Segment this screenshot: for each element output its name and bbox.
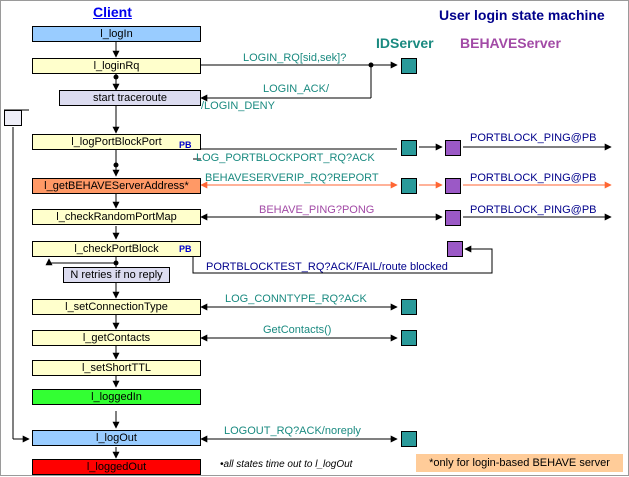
idserver-column-title: IDServer bbox=[376, 35, 434, 51]
state-login-rq: l_loginRq bbox=[32, 58, 201, 74]
state-traceroute: start traceroute bbox=[59, 90, 201, 106]
behaveserver-node-behaveip bbox=[445, 178, 461, 194]
msg-login-deny: /LOGIN_DENY bbox=[201, 100, 275, 112]
msg-portblocktest: PORTBLOCKTEST_RQ?ACK/FAIL/route blocked bbox=[206, 261, 448, 273]
idserver-node-portblockport bbox=[401, 140, 417, 156]
behaveserver-node-portblock bbox=[445, 140, 461, 156]
state-check-random-portmap: l_checkRandomPortMap bbox=[32, 209, 201, 225]
msg-getcontacts: GetContacts() bbox=[263, 324, 332, 336]
idserver-node-login bbox=[401, 58, 417, 74]
behaveserver-node-ping bbox=[445, 210, 461, 226]
msg-portblock-ping-1: PORTBLOCK_PING@PB bbox=[470, 132, 597, 144]
timeout-note: •all states time out to l_logOut bbox=[220, 459, 353, 470]
msg-conntype: LOG_CONNTYPE_RQ?ACK bbox=[225, 293, 367, 305]
state-get-contacts: l_getContacts bbox=[32, 330, 201, 346]
msg-portblock-ping-2: PORTBLOCK_PING@PB bbox=[470, 172, 597, 184]
state-get-behave-server-address: l_getBEHAVEServerAddress* bbox=[32, 178, 201, 194]
msg-portblock-ping-3: PORTBLOCK_PING@PB bbox=[470, 204, 597, 216]
client-column-title: Client bbox=[93, 4, 132, 20]
pb-marker-1: PB bbox=[179, 140, 192, 150]
state-log-portblock-port: l_logPortBlockPort bbox=[32, 134, 201, 150]
state-login: l_logIn bbox=[32, 26, 201, 42]
pb-marker-2: PB bbox=[179, 244, 192, 254]
timeout-bus-node bbox=[4, 110, 22, 126]
idserver-node-behaveip bbox=[401, 178, 417, 194]
state-set-connection-type: l_setConnectionType bbox=[32, 299, 201, 315]
state-logged-out: l_loggedOut bbox=[32, 459, 201, 475]
msg-login-ack: LOGIN_ACK/ bbox=[263, 83, 330, 95]
msg-login-rq: LOGIN_RQ[sid,sek]? bbox=[243, 52, 347, 64]
msg-behave-ping: BEHAVE_PING?PONG bbox=[259, 204, 375, 216]
msg-logout: LOGOUT_RQ?ACK/noreply bbox=[224, 425, 361, 437]
behaveserver-column-title: BEHAVEServer bbox=[460, 35, 561, 51]
state-logout: l_logOut bbox=[32, 430, 201, 446]
state-logged-in: l_loggedIn bbox=[32, 389, 201, 405]
behave-only-note: *only for login-based BEHAVE server bbox=[416, 454, 623, 472]
state-check-portblock: l_checkPortBlock bbox=[32, 241, 201, 257]
idserver-node-logout bbox=[401, 431, 417, 447]
retries-note: N retries if no reply bbox=[63, 267, 170, 283]
behaveserver-node-portblocktest bbox=[447, 241, 463, 257]
state-set-short-ttl: l_setShortTTL bbox=[32, 360, 201, 376]
msg-behaveserverip: BEHAVESERVERIP_RQ?REPORT bbox=[205, 172, 379, 184]
diagram-title: User login state machine bbox=[439, 7, 605, 23]
msg-log-portblockport: LOG_PORTBLOCKPORT_RQ?ACK bbox=[196, 152, 375, 164]
idserver-node-conntype bbox=[401, 299, 417, 315]
idserver-node-contacts bbox=[401, 330, 417, 346]
